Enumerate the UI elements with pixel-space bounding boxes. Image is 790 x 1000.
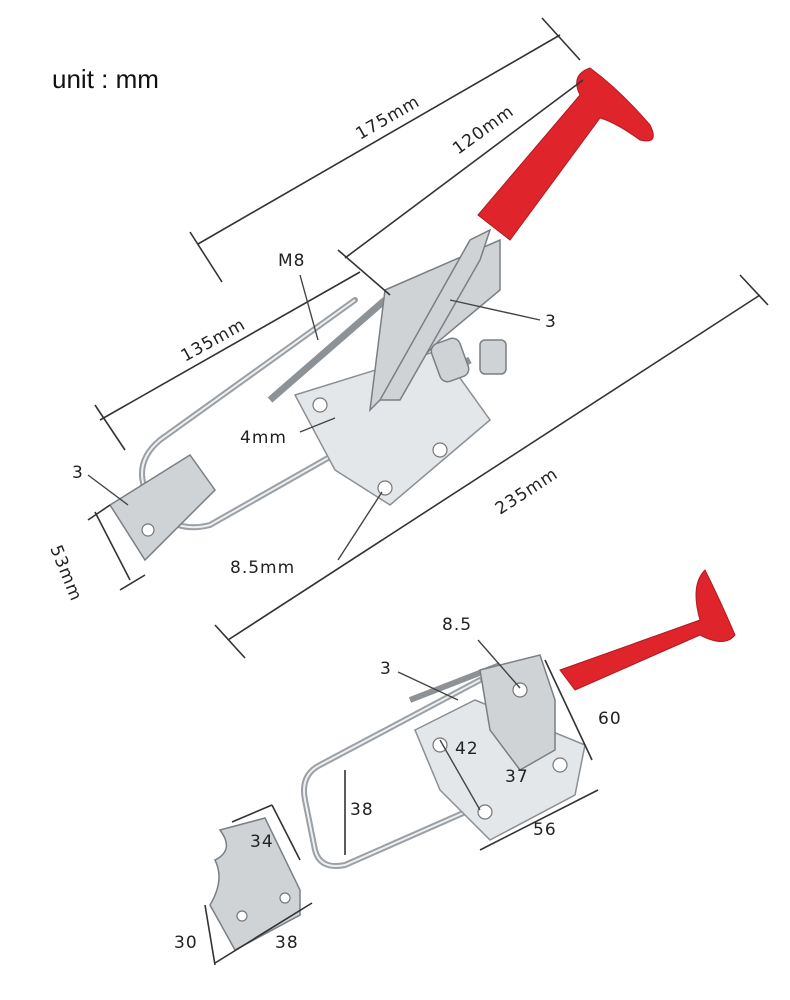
dim-hole: 8.5 — [442, 615, 472, 635]
dim-base-length: 42 — [455, 739, 479, 759]
dim-catch-height: 34 — [250, 832, 274, 852]
clamp-body — [479, 654, 556, 771]
dim-thickness: 3 — [380, 659, 392, 679]
toggle-clamp-closed — [301, 569, 736, 869]
dim-base-width: 56 — [533, 820, 557, 840]
dim-hook-thickness: 3 — [72, 463, 84, 483]
catch-plate-body — [209, 817, 301, 952]
threaded-rod — [267, 297, 388, 403]
hook-catch — [108, 453, 216, 562]
dim-open-length: 235mm — [492, 464, 562, 519]
dim-handle-thickness: 3 — [545, 312, 557, 332]
dim-overall-length: 175mm — [353, 92, 424, 145]
dim-hook-width: 53mm — [45, 542, 86, 604]
dim-catch-thickness: 30 — [174, 933, 198, 953]
dim-thread: M8 — [278, 251, 305, 271]
handle-arm — [378, 228, 492, 401]
dim-catch-width: 38 — [275, 933, 299, 953]
dim-height: 60 — [598, 709, 622, 729]
red-handle-grip — [477, 67, 654, 241]
toggle-clamp-open — [108, 67, 654, 562]
bottom-dimensions: 8.5 3 60 42 37 38 56 — [344, 615, 622, 855]
unit-label: unit : mm — [52, 64, 159, 94]
dim-plate-thickness: 4mm — [240, 428, 287, 448]
red-handle-grip — [559, 569, 736, 691]
dim-hole-diameter: 8.5mm — [230, 558, 295, 578]
dim-handle-length: 120mm — [449, 101, 518, 159]
catch-plate: 34 30 38 — [174, 804, 313, 966]
dim-hole-spacing: 37 — [505, 767, 529, 787]
dim-loop-width: 38 — [350, 800, 374, 820]
